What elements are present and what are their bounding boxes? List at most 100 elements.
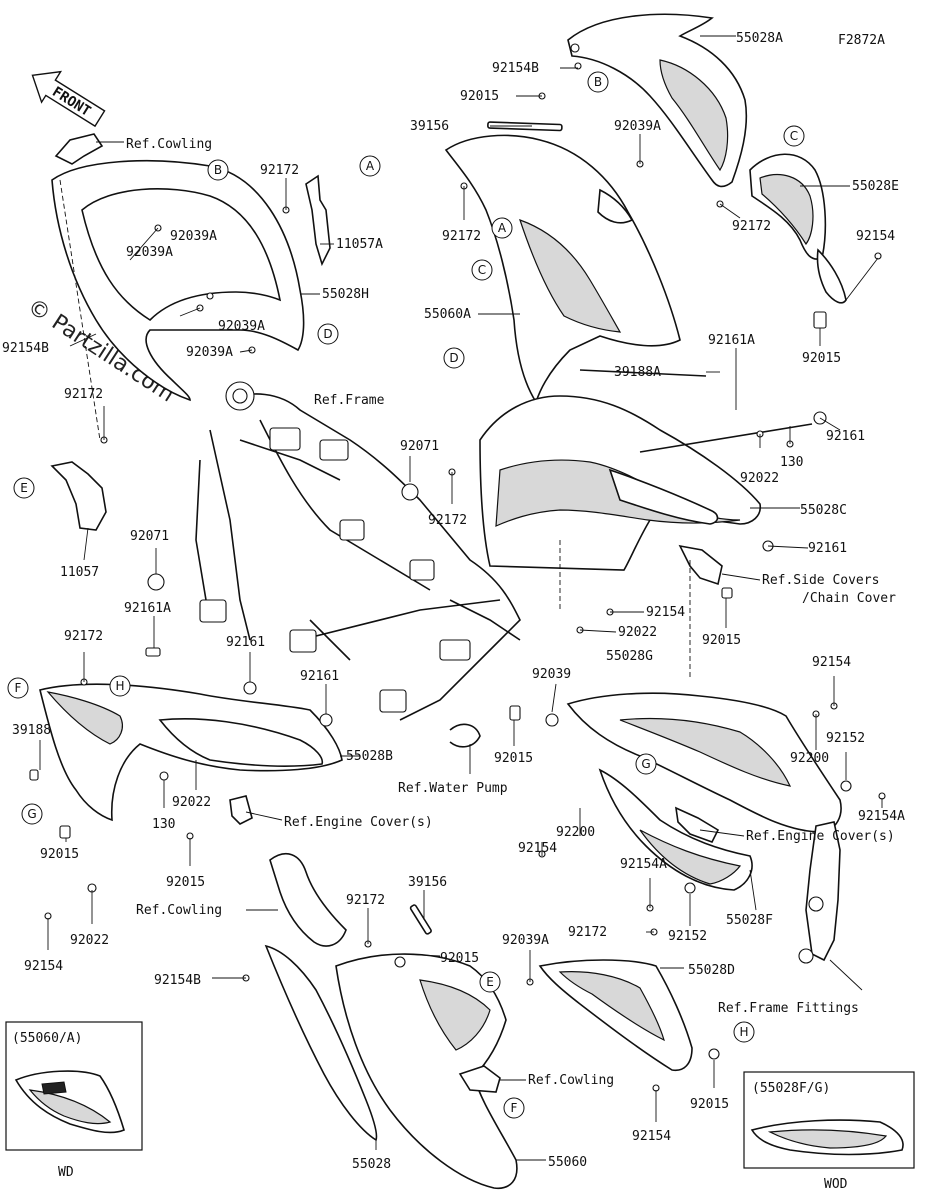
label-ref-side-covers-1: Ref.Side Covers [762,573,879,588]
label-92154-mid: 92154 [646,605,685,620]
rod-39188A [579,369,707,377]
svg-text:A: A [366,159,375,173]
callout-E-left: E [13,477,35,499]
label-92152-r: 92152 [826,731,865,746]
label-92154-right: 92154 [856,229,895,244]
label-55028G: 55028G [606,649,653,664]
label-92161A-top: 92161A [708,333,755,348]
label-92015-left: 92015 [494,751,533,766]
callout-G-left: G [21,803,43,825]
label-92154-bot: 92154 [632,1129,671,1144]
label-92161-left2: 92161 [300,669,339,684]
callout-F-left: F [7,677,29,699]
label-92154A-r: 92154A [858,809,905,824]
label-92154-left: 92154 [24,959,63,974]
svg-text:D: D [449,351,458,365]
cowl-55028H [51,159,305,402]
label-55028E: 55028E [852,179,899,194]
label-92154A-mid: 92154A [620,857,667,872]
label-92039A-top: 92039A [614,119,661,134]
label-11057: 11057 [60,565,99,580]
callout-C-top: C [783,125,805,147]
label-92039-mid: 92039 [532,667,571,682]
svg-text:H: H [739,1025,748,1039]
side-cover-bracket [678,544,723,586]
label-11057A: 11057A [336,237,383,252]
callout-D-mid: D [443,347,465,369]
label-55028C: 55028C [800,503,847,518]
label-55028A: 55028A [736,31,783,46]
label-39156-bot: 39156 [408,875,447,890]
label-92172-left2: 92172 [64,387,103,402]
lower-cowl-55028B [39,683,343,822]
label-92154B-left: 92154B [2,341,49,356]
label-ref-cowling-bottom2: Ref.Cowling [528,1073,614,1088]
svg-text:H: H [115,679,124,693]
rod-long [639,423,813,453]
label-92172-bot2: 92172 [568,925,607,940]
bracket-11057A [305,174,331,267]
frame-fittings-bracket [805,821,841,962]
label-39188A: 39188A [614,365,661,380]
engine-cover-bracket-right [675,806,720,843]
svg-text:E: E [486,975,494,989]
callout-circles: B C A C D B A D E F H G G E F H [7,71,805,1119]
label-ref-frame: Ref.Frame [314,393,385,408]
label-55028F: 55028F [726,913,773,928]
inset-right: (55028F/G) WOD [743,1071,915,1192]
svg-text:F: F [15,681,22,695]
label-ref-cowling-top: Ref.Cowling [126,137,212,152]
callout-G-right: G [635,753,657,775]
label-92154-r3: 92154 [812,655,851,670]
label-92200-mid: 92200 [556,825,595,840]
label-92152-mid: 92152 [668,929,707,944]
label-ref-water-pump: Ref.Water Pump [398,781,508,796]
label-39156-top: 39156 [410,119,449,134]
label-ref-engine-cover-right: Ref.Engine Cover(s) [746,829,895,844]
callout-A-left: A [359,155,381,177]
svg-text:D: D [323,327,332,341]
callout-H-bottom: H [733,1021,755,1043]
bottom-panel-55028D [538,959,693,1072]
label-92022-r: 92022 [740,471,779,486]
figure-code: F2872A [838,33,885,48]
rod-39156-bottom [409,904,432,935]
bracket-11057 [50,461,107,531]
label-92172-left3: 92172 [64,629,103,644]
label-92154B-top: 92154B [492,61,539,76]
label-92039A-bot: 92039A [502,933,549,948]
label-92022-left: 92022 [172,795,211,810]
label-92154-mid2: 92154 [518,841,557,856]
label-55028B: 55028B [346,749,393,764]
engine-cover-bracket-left [229,795,253,825]
label-92161A-left: 92161A [124,601,171,616]
label-ref-frame-fittings: Ref.Frame Fittings [718,1001,859,1016]
label-92071-left: 92071 [130,529,169,544]
svg-text:A: A [498,221,507,235]
lower-panel-55028C [479,395,762,571]
label-55060-bot: 55060 [548,1155,587,1170]
label-92015-right: 92015 [802,351,841,366]
label-55028D: 55028D [688,963,735,978]
svg-text:F: F [511,1101,518,1115]
part-labels: 55028A 92154B 92015 39156 92039A 92172 5… [2,31,905,1172]
front-arrow-icon: FRONT [31,70,106,128]
label-92161-left: 92161 [226,635,265,650]
svg-text:G: G [27,807,36,821]
bottom-panel-55060 [335,953,518,1189]
label-92039A-l4: 92039A [186,345,233,360]
svg-text:B: B [214,163,222,177]
side-panel-55060A [444,134,681,404]
label-92022-mid: 92022 [618,625,657,640]
label-92172-bot: 92172 [346,893,385,908]
label-92154B-bot: 92154B [154,973,201,988]
leader-lines [39,35,883,1161]
label-92015-bot2: 92015 [690,1097,729,1112]
label-ref-engine-cover-left: Ref.Engine Cover(s) [284,815,433,830]
label-55028H: 55028H [322,287,369,302]
label-92015-bot: 92015 [440,951,479,966]
upper-cowl-55028A [567,13,748,188]
inset-right-title: (55028F/G) [752,1081,830,1096]
label-92161-r: 92161 [826,429,865,444]
